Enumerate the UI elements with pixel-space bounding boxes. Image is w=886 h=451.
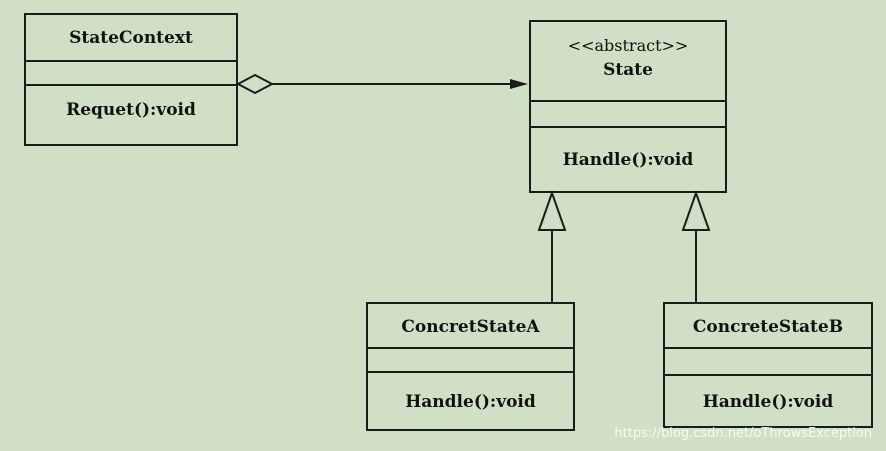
class-concretstatea-name: ConcretStateA	[401, 317, 540, 337]
class-concretstatea-name-section: ConcretStateA	[368, 304, 573, 349]
class-state-name-section: <<abstract>> State	[531, 22, 725, 102]
class-concretstatea-method: Handle():void	[405, 392, 536, 412]
class-concretestateb-name: ConcreteStateB	[692, 317, 844, 337]
class-concretestateb-name-section: ConcreteStateB	[665, 304, 871, 349]
class-concretestateb-method: Handle():void	[702, 392, 834, 412]
class-statecontext: StateContext Requet():void	[24, 13, 238, 146]
navigation-arrowhead	[510, 79, 528, 89]
class-state-stereotype: <<abstract>>	[567, 36, 689, 55]
watermark-text: https://blog.csdn.net/oThrowsException	[614, 426, 872, 441]
class-statecontext-attributes-section	[26, 60, 236, 86]
class-state-attributes-section	[531, 100, 725, 128]
class-concretestateb: ConcreteStateB Handle():void	[663, 302, 873, 428]
class-statecontext-method: Requet():void	[66, 100, 196, 120]
generalization-triangle-b	[681, 189, 711, 231]
class-state-name: State	[603, 60, 653, 80]
generalization-triangle-a	[537, 189, 567, 231]
class-concretstatea-attributes-section	[368, 347, 573, 373]
aggregation-diamond	[235, 73, 275, 95]
class-statecontext-name: StateContext	[69, 28, 193, 48]
class-state-method: Handle():void	[562, 150, 694, 170]
class-concretestateb-attributes-section	[665, 347, 871, 376]
class-concretstatea: ConcretStateA Handle():void	[366, 302, 575, 431]
class-statecontext-name-section: StateContext	[26, 15, 236, 62]
class-state: <<abstract>> State Handle():void	[529, 20, 727, 193]
